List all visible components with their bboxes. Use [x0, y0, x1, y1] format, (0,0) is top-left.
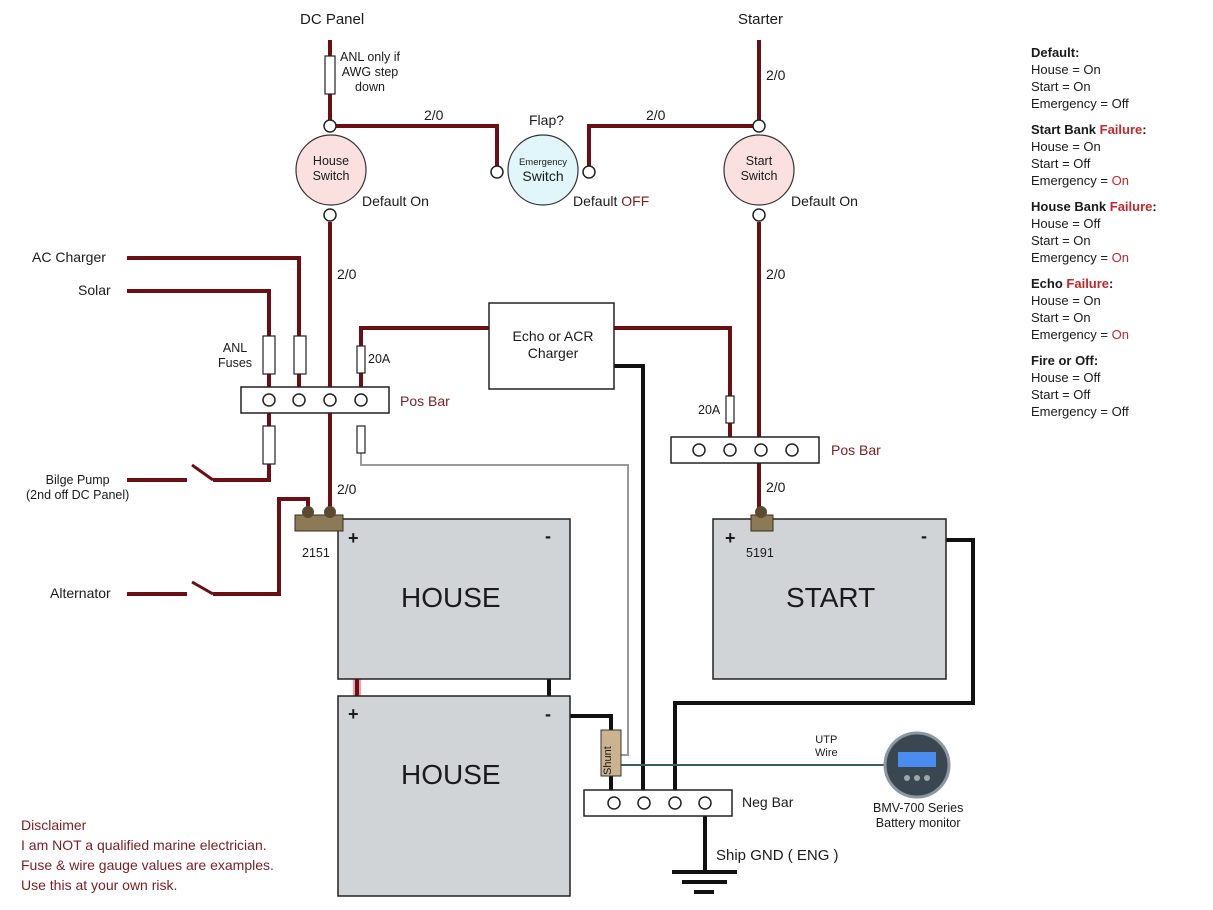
- anl-fuse-ac-charger: [293, 335, 307, 375]
- wire-sense: [360, 450, 629, 756]
- house-top-battery-label: HOUSE: [401, 582, 501, 613]
- gauge-label-starter: 2/0: [766, 67, 786, 83]
- switch-state-legend: Default: House = On Start = On Emergency…: [1031, 44, 1157, 429]
- start-switch-default: Default On: [791, 193, 858, 209]
- start-pos-bar-studs: [692, 443, 799, 457]
- start-pos-bar-label: Pos Bar: [831, 442, 881, 458]
- solar-label: Solar: [78, 282, 111, 298]
- starter-label: Starter: [738, 11, 784, 28]
- house-switch-terminal-top: [323, 119, 337, 133]
- wire-alternator-right: [213, 497, 310, 596]
- house-bottom-neg-sign: -: [545, 704, 551, 724]
- legend-group: Default: House = On Start = On Emergency…: [1031, 45, 1129, 111]
- house-switch[interactable]: [295, 134, 367, 206]
- fuse-20a-start: [725, 395, 735, 424]
- fuse-20a-label: 20A: [368, 352, 391, 366]
- legend-group: House Bank Failure: House = Off Start = …: [1031, 199, 1157, 265]
- wire-echo-to-start-posbar: [614, 326, 732, 440]
- shunt-label: Shunt: [602, 746, 614, 775]
- start-battery: [712, 518, 947, 680]
- anl-fuse-dc-panel: [324, 55, 336, 95]
- alternator-switch-icon: [191, 580, 214, 596]
- neg-bar-label: Neg Bar: [742, 794, 794, 810]
- gauge-label-start-battery: 2/0: [766, 479, 786, 495]
- echo-charger-box: [488, 302, 615, 390]
- legend-group: Start Bank Failure: House = On Start = O…: [1031, 122, 1147, 188]
- house-pos-bar-label: Pos Bar: [400, 393, 450, 409]
- bilge-pump-label: Bilge Pump(2nd off DC Panel): [26, 473, 130, 502]
- start-switch[interactable]: [723, 134, 795, 206]
- start-switch-terminal-top: [752, 119, 766, 133]
- anl-fuse-bilge: [262, 425, 276, 465]
- ship-ground-label: Ship GND ( ENG ): [716, 847, 839, 864]
- legend-group: Echo Failure: House = On Start = On Emer…: [1031, 276, 1129, 342]
- neg-bar-studs: [607, 796, 712, 810]
- disclaimer-title: Disclaimer: [21, 817, 87, 833]
- wire-start-neg: [673, 538, 975, 790]
- start-battery-label: START: [786, 582, 876, 613]
- house-bottom-battery-label: HOUSE: [401, 759, 501, 790]
- disclaimer-line: Fuse & wire gauge values are examples.: [21, 857, 274, 873]
- house-switch-default: Default On: [362, 193, 429, 209]
- house-battery-bottom: [337, 695, 571, 897]
- house-bottom-pos-sign: +: [348, 704, 359, 724]
- battery-monitor-icon: [883, 731, 951, 799]
- wire-emergency-to-start: [587, 124, 754, 166]
- house-pos-bar-studs: [262, 393, 368, 407]
- alternator-label: Alternator: [50, 585, 111, 601]
- emergency-switch-terminal-right: [582, 165, 596, 179]
- gauge-label-house-battery: 2/0: [337, 481, 357, 497]
- legend-group: Fire or Off: House = Off Start = Off Eme…: [1031, 353, 1129, 419]
- start-switch-terminal-bottom: [752, 208, 766, 222]
- start-neg-sign: -: [921, 526, 927, 546]
- bilge-switch-icon: [191, 463, 214, 482]
- gauge-label-house-switch: 2/0: [337, 266, 357, 282]
- disclaimer-line: I am NOT a qualified marine electrician.: [21, 837, 267, 853]
- wire-bilge-pump-right: [213, 410, 271, 482]
- house-top-neg-sign: -: [545, 526, 551, 546]
- fuse-20a-echo: [356, 345, 366, 374]
- emergency-switch-terminal-left: [490, 165, 504, 179]
- terminal-5191-label: 5191: [746, 546, 774, 560]
- shunt: [600, 729, 622, 777]
- anl-fuse-solar: [262, 335, 276, 375]
- gauge-label-house-emergency: 2/0: [424, 107, 444, 123]
- house-battery-top: [337, 518, 571, 680]
- wire-house-to-emergency: [336, 124, 499, 166]
- gauge-label-start-switch: 2/0: [766, 266, 786, 282]
- terminal-block-2151-icon: [294, 506, 344, 532]
- fuse-20a-start-label: 20A: [698, 403, 721, 417]
- house-switch-terminal-bottom: [323, 208, 337, 222]
- emergency-switch[interactable]: [507, 134, 579, 206]
- start-pos-sign: +: [725, 528, 736, 548]
- terminals: [323, 119, 766, 222]
- flap-label: Flap?: [529, 112, 565, 128]
- house-top-pos-sign: +: [348, 528, 359, 548]
- terminal-2151-label: 2151: [302, 546, 330, 560]
- disclaimer: Disclaimer I am NOT a qualified marine e…: [21, 815, 274, 895]
- terminal-block-5191-icon: [750, 506, 774, 532]
- wire-house-neg-to-shunt: [569, 714, 613, 730]
- wire-echo-neg: [614, 364, 645, 790]
- ac-charger-label: AC Charger: [32, 249, 106, 265]
- fuse-sense: [356, 425, 366, 454]
- disclaimer-line: Use this at your own risk.: [21, 877, 178, 893]
- dc-panel-label: DC Panel: [300, 11, 365, 28]
- emergency-switch-default: Default OFF: [573, 193, 650, 209]
- gauge-label-emergency-start: 2/0: [646, 107, 666, 123]
- ground-symbol-icon: [672, 870, 737, 894]
